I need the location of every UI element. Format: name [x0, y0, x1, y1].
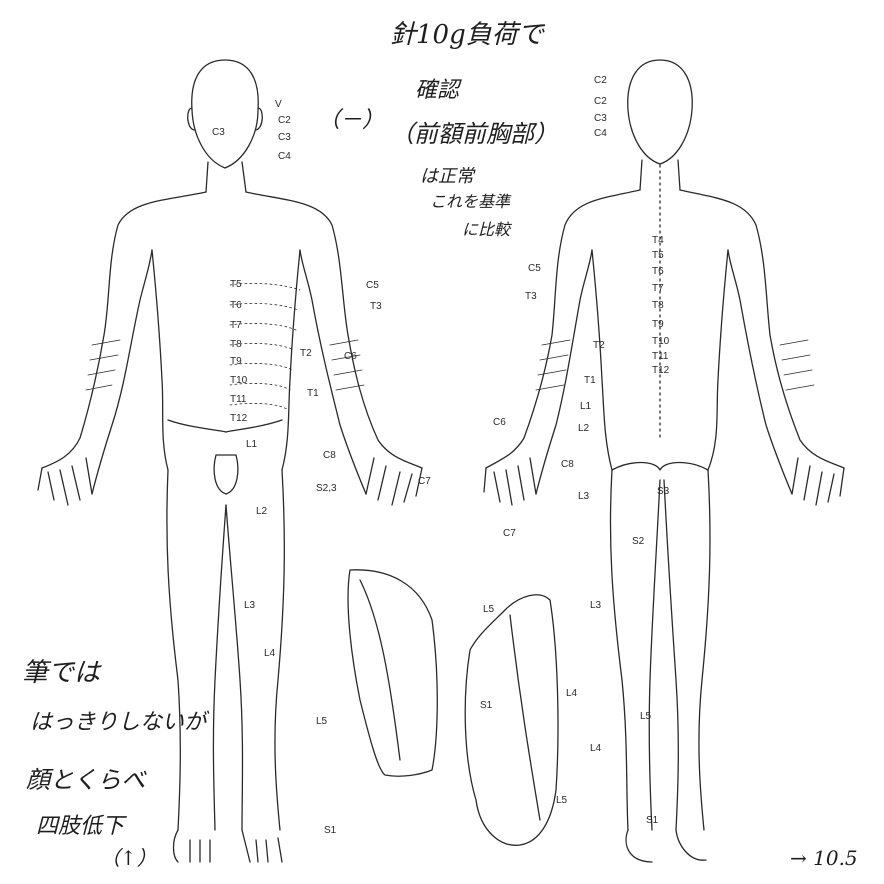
front-label-s1: S1	[324, 826, 336, 836]
foot-label-l4: L4	[566, 689, 577, 699]
note-top-line4: は正常	[420, 168, 474, 186]
back-label-c8: C8	[561, 460, 574, 470]
note-minus-mark: （－）	[318, 110, 384, 132]
back-label-s2: S2	[632, 537, 644, 547]
foot-label-l5: L5	[483, 605, 494, 615]
note-top-line5: これを基準	[430, 194, 510, 210]
front-label-l5: L5	[316, 717, 327, 727]
back-label-c2b: C2	[594, 97, 607, 107]
note-corner: → 10.5	[790, 848, 858, 868]
back-label-t10: T10	[652, 337, 669, 347]
foot-label-s1: S1	[480, 701, 492, 711]
back-figure	[484, 60, 844, 862]
back-label-c4: C4	[594, 129, 607, 139]
front-label-c4: C4	[278, 152, 291, 162]
front-label-c3: C3	[278, 133, 291, 143]
back-label-c3: C3	[594, 114, 607, 124]
back-label-t8: T8	[652, 301, 664, 311]
front-label-t6: T6	[230, 301, 242, 311]
back-label-t2: T2	[593, 341, 605, 351]
back-label-l4: L4	[590, 744, 601, 754]
note-left-line2: はっきりしないが	[30, 712, 206, 734]
front-label-l2: L2	[256, 507, 267, 517]
back-label-t6: T6	[652, 267, 664, 277]
front-label-c2: C2	[278, 116, 291, 126]
back-label-l2: L2	[578, 424, 589, 434]
note-top-line6: に比較	[462, 222, 510, 238]
front-label-t3: T3	[370, 302, 382, 312]
front-label-l1: L1	[246, 440, 257, 450]
back-label-c7: C7	[503, 529, 516, 539]
back-label-t4: T4	[652, 236, 664, 246]
note-left-line3: 顔とくらべ	[26, 768, 145, 792]
back-label-t11: T11	[652, 352, 669, 362]
foot-label-l5-bottom: L5	[556, 796, 567, 806]
note-top-line2: 確認	[415, 80, 459, 102]
back-label-t1: T1	[584, 376, 596, 386]
note-left-line4: 四肢低下	[36, 816, 124, 838]
back-label-t7: T7	[652, 284, 664, 294]
front-label-c6: C6	[344, 352, 357, 362]
front-label-t11: T11	[230, 395, 247, 405]
back-label-t3: T3	[525, 292, 537, 302]
foot-side-view	[348, 570, 437, 776]
front-label-t2: T2	[300, 349, 312, 359]
back-label-c6: C6	[493, 418, 506, 428]
note-top-line1: 針10g負荷で	[390, 22, 544, 48]
back-label-l3b: L3	[590, 601, 601, 611]
front-label-t10: T10	[230, 376, 247, 386]
note-top-line3: （前額前胸部）	[390, 122, 558, 146]
foot-sole-view	[465, 595, 558, 846]
front-label-c8: C8	[323, 451, 336, 461]
back-label-c5: C5	[528, 264, 541, 274]
back-label-t12: T12	[652, 366, 669, 376]
front-label-t8: T8	[230, 340, 242, 350]
note-left-line5: （↑）	[100, 848, 157, 868]
front-label-t9: T9	[230, 357, 242, 367]
front-label-t7: T7	[230, 321, 242, 331]
note-left-line1: 筆では	[22, 660, 100, 686]
back-label-l5: L5	[640, 712, 651, 722]
back-label-s1: S1	[646, 816, 658, 826]
front-label-t12: T12	[230, 414, 247, 424]
back-label-l1: L1	[580, 402, 591, 412]
front-label-t5: T5	[230, 280, 242, 290]
front-label-l4: L4	[264, 649, 275, 659]
front-label-v: V	[275, 100, 282, 110]
front-figure	[38, 60, 422, 862]
front-label-t1: T1	[307, 389, 319, 399]
front-label-l3: L3	[244, 601, 255, 611]
front-label-c3-face: C3	[212, 128, 225, 138]
arm-hatching	[86, 340, 814, 390]
front-label-s23: S2,3	[316, 484, 337, 494]
back-label-t5: T5	[652, 251, 664, 261]
back-label-t9: T9	[652, 320, 664, 330]
back-label-s3: S3	[657, 487, 669, 497]
back-label-l3a: L3	[578, 492, 589, 502]
back-label-c2a: C2	[594, 76, 607, 86]
front-label-c7: C7	[418, 477, 431, 487]
front-label-c5: C5	[366, 281, 379, 291]
